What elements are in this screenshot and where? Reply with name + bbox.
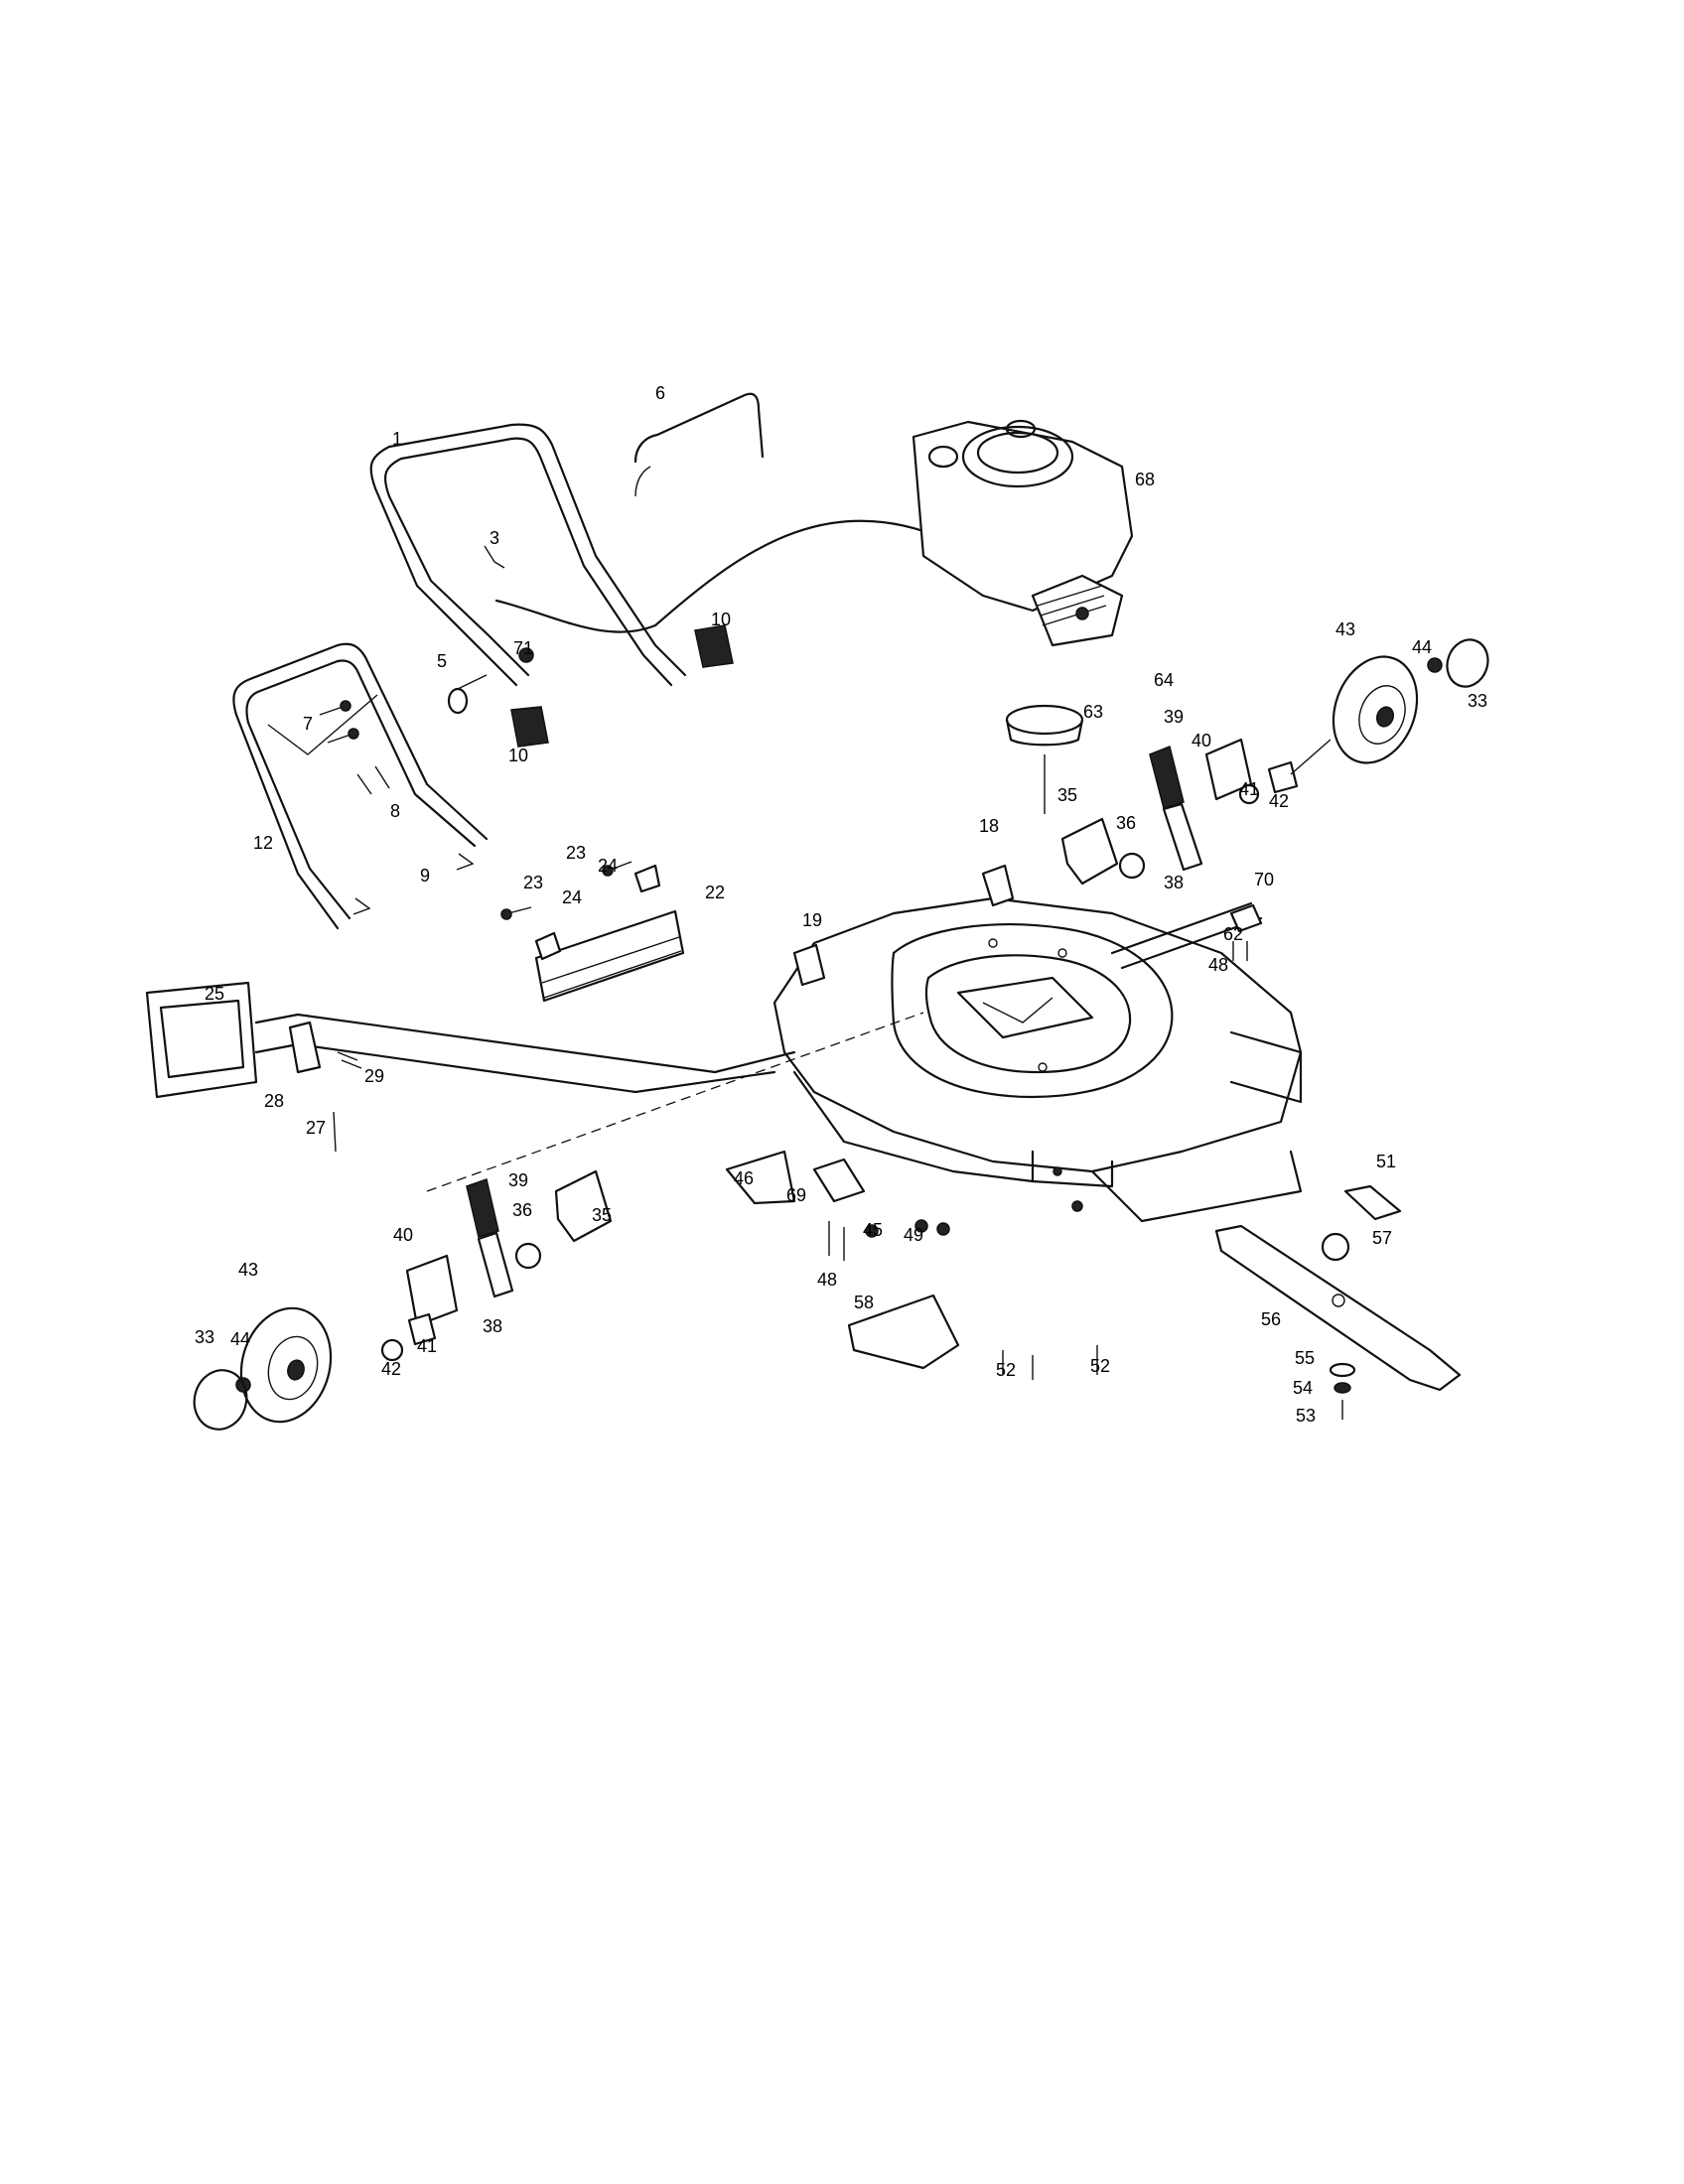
- callout-label: 38: [1164, 873, 1184, 892]
- callout-label: 54: [1293, 1378, 1313, 1398]
- callout-label: 10: [508, 746, 528, 765]
- callout-label: 39: [508, 1170, 528, 1190]
- callout-label: 45: [863, 1220, 883, 1240]
- handle-bolts: [319, 545, 505, 915]
- callout-label: 40: [393, 1225, 413, 1245]
- control-bail: [633, 392, 765, 497]
- callout-label: 43: [238, 1260, 258, 1280]
- callout-label: 68: [1135, 470, 1155, 489]
- callout-label: 51: [1376, 1152, 1396, 1171]
- callout-label: 69: [786, 1185, 806, 1205]
- front-left-wheel: [193, 1306, 333, 1431]
- engine-control-cable: [494, 519, 925, 633]
- lower-handle: [232, 642, 489, 930]
- callout-label: 10: [711, 610, 731, 629]
- callout-label: 49: [904, 1225, 923, 1245]
- callout-label: 12: [253, 833, 273, 853]
- door-hinge-brackets: [500, 861, 661, 961]
- callout-label: 44: [230, 1329, 250, 1349]
- callout-label: 43: [1335, 619, 1355, 639]
- callout-label: 39: [1164, 707, 1184, 727]
- callout-label: 33: [195, 1327, 214, 1347]
- callout-label: 40: [1192, 731, 1211, 751]
- front-axle-dash-line: [426, 1012, 924, 1192]
- callout-label: 42: [381, 1359, 401, 1379]
- callout-label: 6: [655, 383, 665, 403]
- mulch-plug: [847, 1294, 960, 1370]
- callout-label: 25: [205, 984, 224, 1004]
- upper-handle: [369, 423, 687, 687]
- callout-label: 48: [1208, 955, 1228, 975]
- callout-label: 29: [364, 1066, 384, 1086]
- callout-label: 23: [523, 873, 543, 892]
- callout-label: 70: [1254, 870, 1274, 889]
- callout-label: 5: [437, 651, 447, 671]
- callout-label: 9: [420, 866, 430, 886]
- front-left-wheel-plate: [514, 1169, 613, 1270]
- callout-label: 58: [854, 1293, 874, 1312]
- callout-label: 1: [392, 429, 402, 449]
- callout-label: 52: [1090, 1356, 1110, 1376]
- engine: [912, 419, 1134, 647]
- rear-right-wheel-plate: [1060, 817, 1146, 886]
- callout-label: 46: [734, 1168, 754, 1188]
- callout-label: 35: [592, 1205, 612, 1225]
- rear-bracket-assembly: [145, 981, 362, 1153]
- callout-label: 7: [303, 714, 313, 734]
- callout-label: 52: [996, 1360, 1016, 1380]
- callout-label: 42: [1269, 791, 1289, 811]
- callout-label: 71: [513, 638, 533, 658]
- callout-label: 38: [483, 1316, 502, 1336]
- callout-label: 35: [1057, 785, 1077, 805]
- engine-pulley: [1005, 704, 1084, 814]
- mower-deck: [772, 896, 1303, 1223]
- callout-label: 23: [566, 843, 586, 863]
- rear-door: [534, 909, 685, 1003]
- callout-label: 28: [264, 1091, 284, 1111]
- callout-label: 57: [1372, 1228, 1392, 1248]
- deck-height-brackets: [792, 864, 1263, 987]
- callout-label: 64: [1154, 670, 1174, 690]
- callout-label: 24: [562, 887, 582, 907]
- callout-label: 8: [390, 801, 400, 821]
- handle-knobs: [447, 624, 734, 748]
- deck-hardware: [725, 941, 1248, 1380]
- callout-label: 53: [1296, 1406, 1316, 1426]
- callout-label: 44: [1412, 637, 1432, 657]
- callout-label: 36: [1116, 813, 1136, 833]
- callout-label: 27: [306, 1118, 326, 1138]
- callout-label: 36: [512, 1200, 532, 1220]
- callout-label: 24: [598, 856, 618, 876]
- callout-label: 19: [802, 910, 822, 930]
- callout-label: 55: [1295, 1348, 1315, 1368]
- callout-label: 56: [1261, 1309, 1281, 1329]
- callout-label: 63: [1083, 702, 1103, 722]
- callout-label: 3: [490, 528, 499, 548]
- callout-label: 33: [1468, 691, 1487, 711]
- rear-right-height-adjuster: [1149, 738, 1332, 872]
- front-left-height-adjuster: [380, 1178, 514, 1362]
- callout-label: 48: [817, 1270, 837, 1290]
- callout-label: 41: [1239, 779, 1259, 799]
- blade: [1214, 1184, 1462, 1420]
- callout-label: 62: [1223, 924, 1243, 944]
- rear-right-wheel: [1332, 638, 1489, 764]
- callout-label: 22: [705, 883, 725, 902]
- callouts: 1356789101012181922232324242527282933333…: [195, 383, 1487, 1426]
- callout-label: 41: [417, 1336, 437, 1356]
- callout-label: 18: [979, 816, 999, 836]
